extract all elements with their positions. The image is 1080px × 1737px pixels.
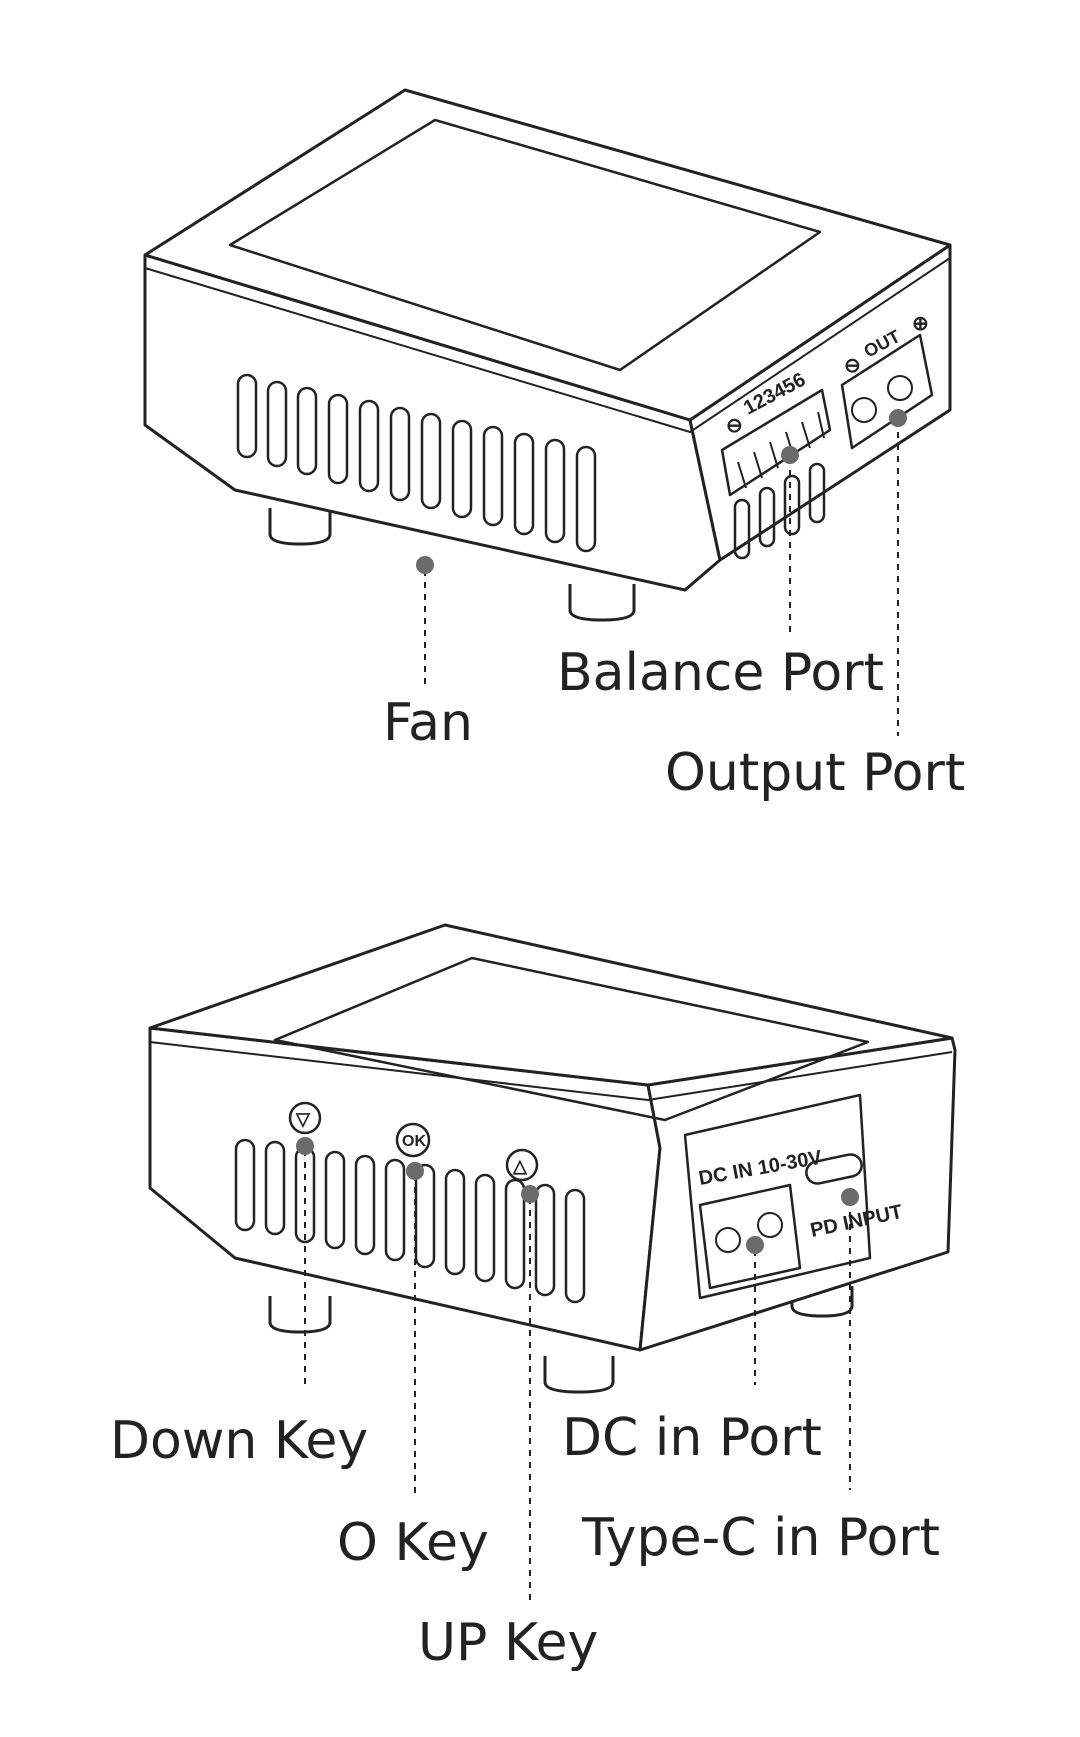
- o-key-dot: [406, 1162, 424, 1180]
- bottom-lid: [148, 923, 954, 1087]
- bottom-screen: [273, 956, 870, 1122]
- top-fan-vents: [236, 373, 597, 553]
- top-output-screw-left: [851, 397, 877, 423]
- top-balance-port: [720, 388, 832, 497]
- dc-in-screw-right: [757, 1212, 783, 1238]
- bottom-lid-edge: [149, 1041, 953, 1101]
- down-key-button: [288, 1101, 322, 1135]
- bottom-vents: [234, 1138, 586, 1304]
- top-output-screw-right: [887, 375, 913, 401]
- plus-symbol-out: ⊕: [912, 313, 929, 335]
- top-lid: [143, 88, 952, 422]
- up-key-symbol: △: [512, 1156, 528, 1176]
- down-key-dot: [296, 1137, 314, 1155]
- bottom-callout-leaders: [304, 1150, 851, 1605]
- top-lid-edge: [144, 257, 951, 433]
- bottom-port-panel: [683, 1093, 872, 1300]
- top-device: [143, 88, 952, 622]
- bottom-device: [148, 923, 957, 1394]
- dc-in-dot: [746, 1236, 764, 1254]
- ok-key-button: [395, 1122, 431, 1158]
- top-foot-left: [268, 508, 332, 546]
- bottom-foot-left: [268, 1296, 332, 1334]
- fan-dot: [416, 556, 434, 574]
- minus-symbol-top: ⊖: [726, 415, 743, 437]
- down-key-label: Down Key: [110, 1411, 368, 1471]
- type-c-in-port-label: Type-C in Port: [581, 1508, 940, 1568]
- up-key-label: UP Key: [418, 1613, 598, 1673]
- output-port-dot: [889, 409, 907, 427]
- up-key-button: [505, 1148, 539, 1182]
- top-output-port: [840, 333, 934, 450]
- bottom-foot-center: [543, 1356, 615, 1394]
- type-c-dot: [841, 1188, 859, 1206]
- top-screen: [228, 118, 822, 372]
- dc-in-screw-left: [715, 1227, 741, 1253]
- type-c-port: [805, 1153, 863, 1185]
- fan-label: Fan: [383, 693, 473, 753]
- up-key-dot: [521, 1185, 539, 1203]
- ok-key-symbol: OK: [402, 1133, 426, 1150]
- top-side-vents: [733, 462, 826, 560]
- balance-port-dot: [781, 446, 799, 464]
- top-foot-right: [568, 584, 636, 622]
- top-callout-leaders: [424, 420, 899, 736]
- output-port-label: Output Port: [665, 743, 965, 803]
- minus-symbol-out: ⊖: [844, 355, 861, 377]
- o-key-label: O Key: [337, 1513, 489, 1573]
- balance-port-label: Balance Port: [557, 643, 884, 703]
- dc-in-port-label: DC in Port: [562, 1408, 822, 1468]
- dc-in-port: [698, 1183, 802, 1290]
- down-key-symbol: ▽: [295, 1109, 311, 1129]
